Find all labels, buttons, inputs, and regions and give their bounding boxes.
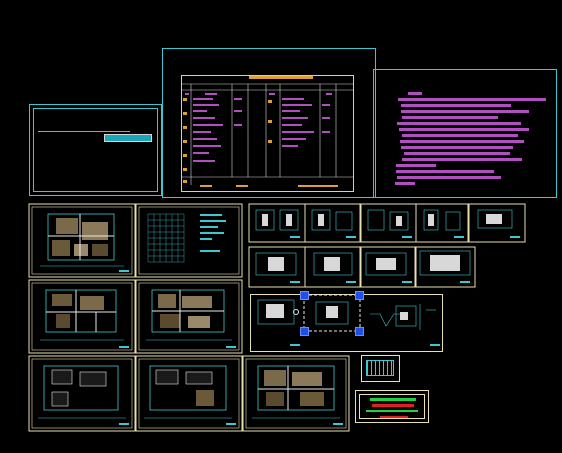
- table-frame: [181, 75, 354, 192]
- material-table-sheet[interactable]: [162, 48, 376, 198]
- elevation-sheet-2: [304, 203, 362, 243]
- legend-inner: [359, 394, 425, 419]
- plan-1-drawing: [40, 213, 129, 272]
- legend-green-bar: [370, 398, 416, 401]
- detail-sheet[interactable]: [361, 355, 400, 382]
- plan-7-drawing: [252, 365, 343, 425]
- plan-6-drawing: [144, 365, 236, 425]
- legend-red-bar-2: [380, 416, 408, 418]
- grip-handle-bottom-right[interactable]: [355, 327, 364, 336]
- grip-handle-top-right[interactable]: [355, 291, 364, 300]
- note-highlight-box: [104, 134, 152, 142]
- note-inner-frame: [33, 108, 158, 192]
- plan-3-drawing: [40, 289, 129, 348]
- plan-sheet-7: [242, 355, 350, 432]
- plan-4-drawing: [146, 289, 236, 348]
- selected-elevation-sheet[interactable]: [250, 294, 443, 352]
- grid-schedule-drawing: [147, 213, 226, 263]
- legend-sheet[interactable]: [355, 390, 429, 423]
- grip-handle-top-left[interactable]: [300, 291, 309, 300]
- plan-sheet-3: [28, 279, 136, 354]
- elevation-sheet-5: [468, 203, 526, 243]
- elevation-sheet-4: [415, 203, 469, 243]
- legend-red-bar: [372, 404, 414, 407]
- plan-5-drawing: [38, 365, 129, 425]
- plan-sheet-6: [135, 355, 243, 432]
- plan-sheet-1: [28, 203, 136, 278]
- detail-drawing: [366, 360, 394, 376]
- elevation-sheet-9: [414, 246, 476, 288]
- grip-handle-bottom-left[interactable]: [300, 327, 309, 336]
- center-grip-icon[interactable]: [293, 309, 299, 315]
- plan-sheet-2: [135, 203, 243, 278]
- plan-sheet-4: [135, 279, 243, 354]
- note-line: [38, 131, 130, 132]
- plan-sheet-5: [28, 355, 136, 432]
- cover-note-sheet[interactable]: [29, 104, 162, 196]
- elevation-sheet-7: [304, 246, 362, 288]
- legend-green-bar-2: [366, 410, 418, 412]
- elevation-sheet-8: [359, 246, 417, 288]
- design-notes-sheet[interactable]: [373, 69, 557, 198]
